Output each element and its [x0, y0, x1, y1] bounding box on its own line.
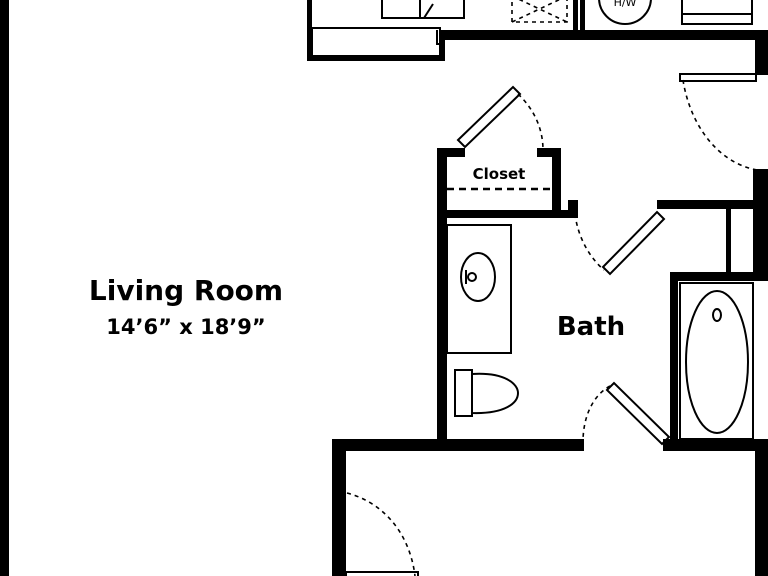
lower-bath-door-swing	[582, 385, 611, 443]
dishwasher-diag-2	[518, 0, 568, 23]
closet-bottom-wall	[440, 210, 578, 218]
dryer-icon	[681, 0, 753, 25]
closet-top-right-stub	[537, 148, 561, 157]
tub-enclosure-left	[670, 272, 678, 450]
bath-fixtures	[446, 224, 754, 440]
tub-basin-icon	[685, 290, 749, 434]
closet-label: Closet	[473, 165, 526, 183]
lower-right-wall	[755, 442, 768, 576]
entry-door-swing	[682, 79, 758, 171]
entry-door-leaf	[679, 73, 757, 82]
dishwasher-icon	[511, 0, 568, 23]
sink-drain-icon	[467, 272, 477, 282]
bath-door-jamb	[568, 200, 578, 218]
lower-bath-door-leaf	[605, 381, 671, 446]
water-heater-icon	[598, 0, 652, 25]
bath-bottom-right-wall	[663, 439, 768, 451]
closet-door-swing	[517, 93, 544, 151]
living-room-dimensions: 14’6” x 18’9”	[106, 315, 265, 339]
counter-top	[311, 27, 441, 57]
tub-enclosure-top	[670, 272, 768, 281]
closet-right-wall	[552, 148, 561, 218]
left-exterior-wall	[0, 0, 9, 576]
bath-bottom-wall	[332, 439, 584, 451]
bath-door-swing	[574, 213, 605, 271]
doors	[345, 73, 758, 576]
vanity-counter	[446, 224, 512, 354]
counter-right-wall	[440, 30, 445, 61]
right-upper-wall	[755, 30, 768, 75]
sink-bowl-icon	[460, 252, 496, 302]
right-wall-segment	[753, 169, 768, 280]
closet-left-wall	[437, 148, 447, 442]
faucet-line	[423, 3, 434, 19]
living-room-label: Living Room	[89, 274, 283, 307]
toilet-bowl-icon	[471, 372, 520, 415]
toilet-tank-icon	[454, 369, 473, 417]
living-door-leaf	[345, 571, 419, 576]
kitchen-fixtures: H/W	[311, 0, 753, 57]
kitchen-divider-1	[573, 0, 578, 34]
closet-door-leaf	[456, 85, 522, 149]
top-left-wall-stub	[307, 0, 312, 60]
water-heater-label: H/W	[614, 0, 637, 9]
bath-door-leaf	[601, 210, 666, 276]
living-door-swing	[346, 492, 416, 576]
counter-bottom-wall	[307, 56, 445, 61]
tub-drain-icon	[712, 308, 722, 322]
tub-wall-top	[657, 200, 768, 209]
kitchen-divider-2	[580, 0, 585, 34]
lower-left-wall	[332, 439, 346, 576]
closet-top-left-stub	[437, 148, 465, 157]
bathtub-icon	[679, 282, 754, 440]
counter-edge	[436, 30, 445, 45]
kitchen-sink-icon	[381, 0, 465, 19]
bath-label: Bath	[557, 312, 625, 342]
linen-divider	[726, 205, 731, 277]
upper-corridor-wall	[440, 30, 768, 40]
dishwasher-diag-1	[511, 0, 561, 23]
